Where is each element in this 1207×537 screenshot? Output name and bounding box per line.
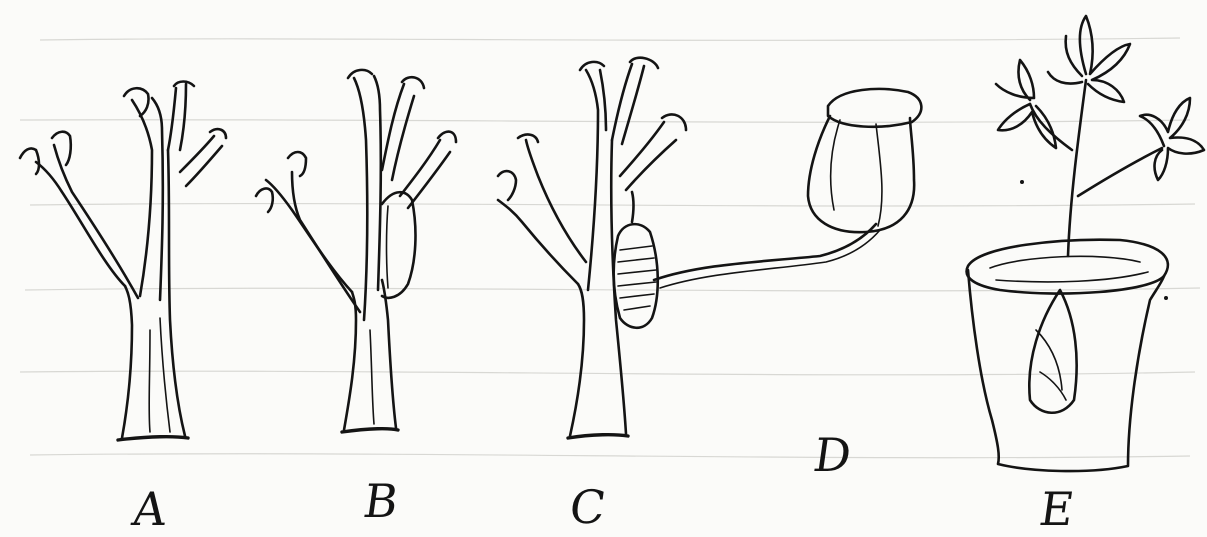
panel-label-c: C xyxy=(567,484,609,530)
panel-b-stem xyxy=(256,70,456,432)
panel-c-stem xyxy=(498,58,686,438)
panel-label-e: E xyxy=(1037,486,1077,532)
panel-label-d: D xyxy=(811,432,854,478)
panel-label-a: A xyxy=(130,486,170,532)
paper-bleed-lines xyxy=(20,38,1200,458)
panel-label-b: B xyxy=(361,478,401,524)
panel-e-potted-plant xyxy=(967,16,1204,471)
panel-d-sleeve xyxy=(654,89,921,288)
panel-a-stem xyxy=(20,82,226,441)
